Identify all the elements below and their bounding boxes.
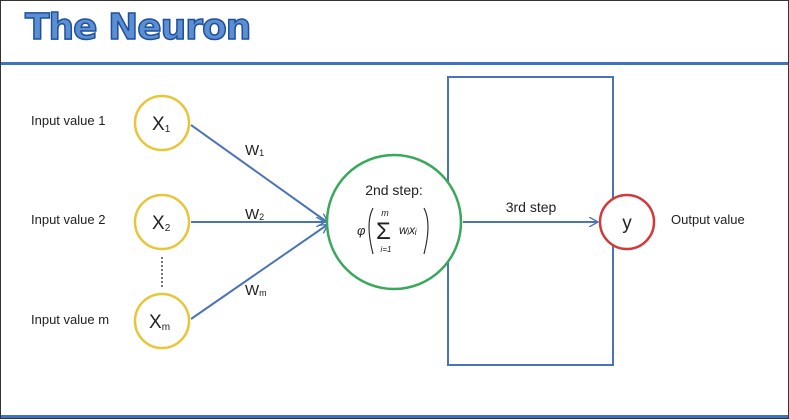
sigma-symbol: Σ bbox=[376, 218, 391, 245]
neuron-node bbox=[325, 153, 463, 291]
output-node-text: y bbox=[622, 213, 632, 234]
output-label: Output value bbox=[671, 212, 745, 227]
weighted-term: wᵢxᵢ bbox=[399, 223, 417, 237]
input-node-2 bbox=[133, 193, 191, 251]
input-label-2: Input value 2 bbox=[31, 212, 106, 227]
synapse-arrow-m bbox=[190, 225, 327, 320]
synapse-arrow-1 bbox=[190, 124, 327, 222]
input-node-2-text: X2 bbox=[152, 213, 171, 234]
activation-step-label: 3rd step bbox=[506, 199, 557, 215]
title-divider bbox=[1, 62, 788, 65]
input-node-m-text: Xm bbox=[149, 312, 170, 333]
input-node-1-text: X1 bbox=[152, 114, 171, 135]
summation-formula: φ Σ m i=1 wᵢxᵢ bbox=[357, 207, 429, 255]
weight-label-m: Wm bbox=[245, 282, 267, 299]
sum-upper-bound: m bbox=[381, 208, 389, 218]
input-node-m bbox=[133, 292, 191, 350]
output-node bbox=[598, 193, 656, 251]
input-label-1: Input value 1 bbox=[31, 113, 106, 128]
sum-lower-bound: i=1 bbox=[381, 245, 392, 254]
left-paren bbox=[368, 207, 374, 255]
input-node-1 bbox=[133, 94, 191, 152]
weight-label-1: W1 bbox=[245, 142, 264, 159]
neuron-step-label: 2nd step: bbox=[365, 182, 423, 198]
phi-symbol: φ bbox=[357, 223, 366, 238]
page-title: The Neuron bbox=[24, 6, 252, 49]
bottom-divider bbox=[1, 415, 788, 418]
input-label-m: Input value m bbox=[31, 312, 110, 327]
weight-label-2: W2 bbox=[245, 206, 264, 223]
right-paren bbox=[423, 207, 429, 255]
